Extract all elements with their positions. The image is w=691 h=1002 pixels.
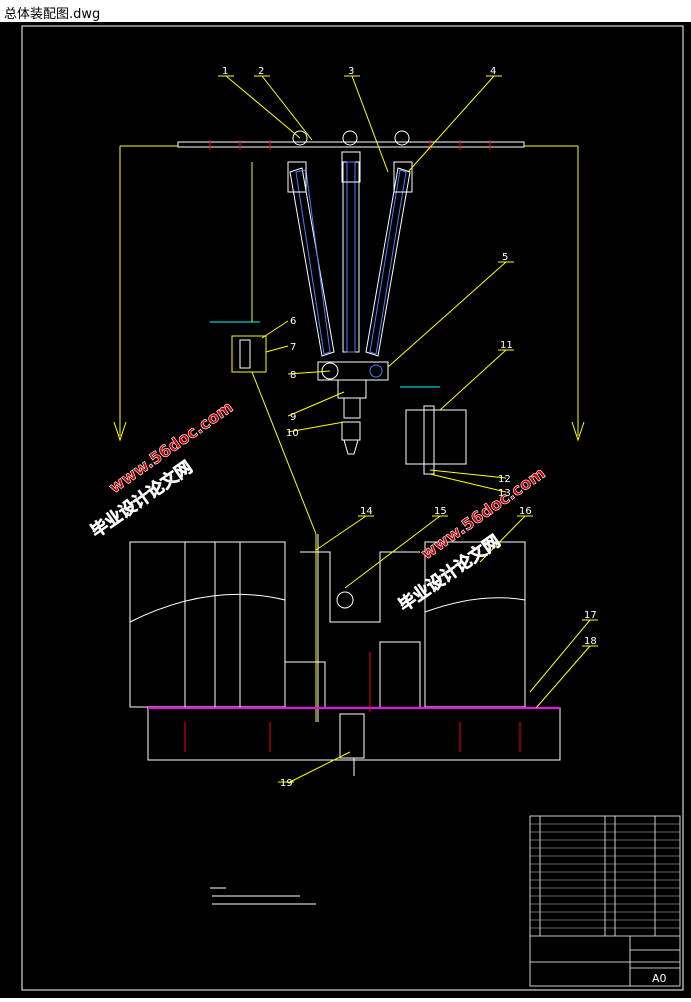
balloon-19: 19 xyxy=(280,778,293,789)
window-title: 总体装配图.dwg xyxy=(4,7,101,22)
detail-11-13 xyxy=(400,386,467,475)
parts-list-rows xyxy=(530,823,680,929)
balloon-10: 10 xyxy=(286,428,299,439)
balloon-3: 3 xyxy=(348,66,354,77)
watermark-left: 毕业设计论文网 www.56doc.com xyxy=(87,397,237,542)
balloon-5: 5 xyxy=(502,252,508,263)
detail-6-7 xyxy=(210,321,267,373)
balloon-12: 12 xyxy=(498,474,511,485)
technical-notes xyxy=(210,887,316,905)
bar-red-marks xyxy=(209,140,491,150)
station-red-marks xyxy=(184,652,521,752)
balloon-13: 13 xyxy=(498,488,511,499)
top-frame-bar xyxy=(113,141,585,442)
lower-station xyxy=(129,534,561,776)
balloon-15: 15 xyxy=(434,506,447,517)
balloon-labels: 1 2 3 4 5 6 7 8 9 10 11 12 13 14 15 16 1… xyxy=(222,66,597,789)
balloon-18: 18 xyxy=(584,636,597,647)
balloon-1: 1 xyxy=(222,66,228,77)
sheet-size-label: A0 xyxy=(652,972,667,985)
balloon-16: 16 xyxy=(519,506,532,517)
leader-lines xyxy=(225,75,591,783)
balloon-11: 11 xyxy=(500,340,513,351)
balloon-8: 8 xyxy=(290,370,296,381)
balloon-6: 6 xyxy=(290,316,296,327)
balloon-7: 7 xyxy=(290,342,296,353)
delta-arms xyxy=(287,151,413,357)
balloon-9: 9 xyxy=(290,412,296,423)
watermark-right: 毕业设计论文网 www.56doc.com xyxy=(395,463,549,616)
balloon-2: 2 xyxy=(258,66,264,77)
window-title-bar: 总体装配图.dwg xyxy=(0,0,691,23)
assembly-drawing: 1 2 3 4 5 6 7 8 9 10 11 12 13 14 15 16 1… xyxy=(21,25,684,991)
drawing-frame xyxy=(21,25,684,991)
balloon-4: 4 xyxy=(490,66,496,77)
parts-list-table xyxy=(529,815,681,987)
balloon-14: 14 xyxy=(360,506,373,517)
balloon-underlines xyxy=(218,75,598,783)
bar-joints xyxy=(292,130,410,146)
drawing-canvas[interactable]: 1 2 3 4 5 6 7 8 9 10 11 12 13 14 15 16 1… xyxy=(0,22,691,998)
balloon-17: 17 xyxy=(584,610,597,621)
end-effector xyxy=(317,361,389,455)
